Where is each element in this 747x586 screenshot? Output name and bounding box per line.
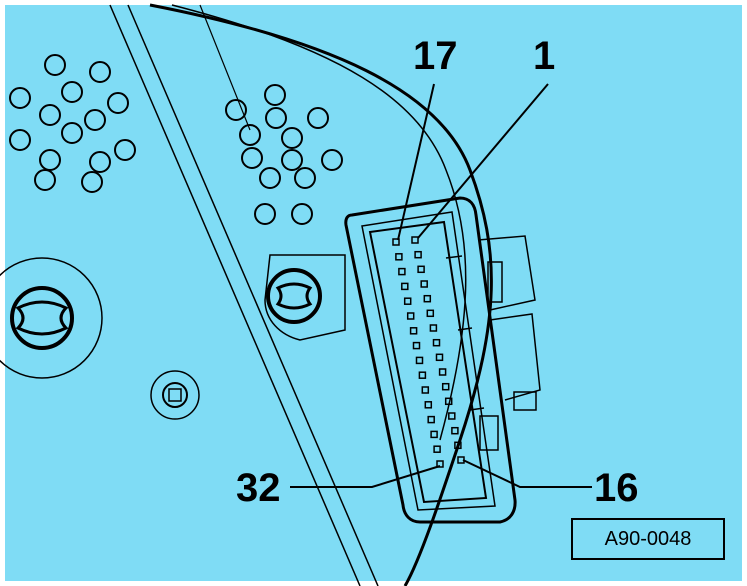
connector-pin: [435, 353, 444, 362]
connector-pin: [441, 382, 450, 391]
connector-pin: [409, 327, 418, 335]
connector-pin: [448, 412, 456, 420]
panel-edge-line: [127, 4, 379, 586]
connector-pin: [424, 401, 433, 409]
connector-pin: [414, 250, 422, 259]
connector-pin: [417, 265, 425, 274]
connector-shell: [344, 196, 541, 524]
connector-pin: [451, 426, 459, 435]
connector-pin: [427, 415, 435, 424]
panel-edge-line: [199, 4, 251, 131]
connector-pin: [423, 294, 432, 303]
connector-pin: [454, 441, 462, 450]
connector-pin: [421, 386, 430, 394]
connector-pin: [420, 280, 428, 288]
connector-pin: [412, 341, 421, 350]
reference-code-box: A90-0048: [571, 518, 725, 560]
connector-pin: [403, 297, 412, 305]
connector-pin: [426, 309, 435, 318]
panel-edge-line: [109, 4, 361, 586]
connector-pin: [438, 368, 447, 376]
connector-pin: [432, 338, 441, 347]
connector-pin: [418, 371, 427, 379]
leader-line-16: [462, 459, 592, 488]
pin-label-17: 17: [413, 34, 458, 78]
connector-pin: [430, 430, 438, 439]
leader-line-32: [290, 465, 441, 488]
locating-peg: [150, 370, 200, 420]
connector-screw-boss: [264, 254, 346, 341]
connector-pin: [415, 356, 424, 365]
connector-pin: [401, 282, 409, 291]
connector-pin: [433, 445, 441, 453]
connector-pin: [398, 267, 406, 276]
connector-pin: [392, 238, 400, 246]
pin-label-16: 16: [594, 466, 639, 510]
pin-label-1: 1: [533, 34, 556, 78]
connector-pin: [406, 312, 415, 320]
connector-pin: [411, 236, 419, 244]
leader-line-1: [417, 83, 549, 239]
connector-pin-field: [392, 236, 465, 468]
mounting-boss-left: [0, 257, 103, 379]
connector-pin: [429, 324, 438, 332]
connector-pin: [395, 253, 403, 261]
pin-label-32: 32: [236, 466, 281, 510]
speaker-holes-right: [225, 84, 343, 225]
leader-line-17: [397, 83, 435, 241]
connector-pin: [444, 397, 453, 406]
speaker-holes-left: [9, 54, 136, 193]
leader-lines: [290, 83, 592, 488]
